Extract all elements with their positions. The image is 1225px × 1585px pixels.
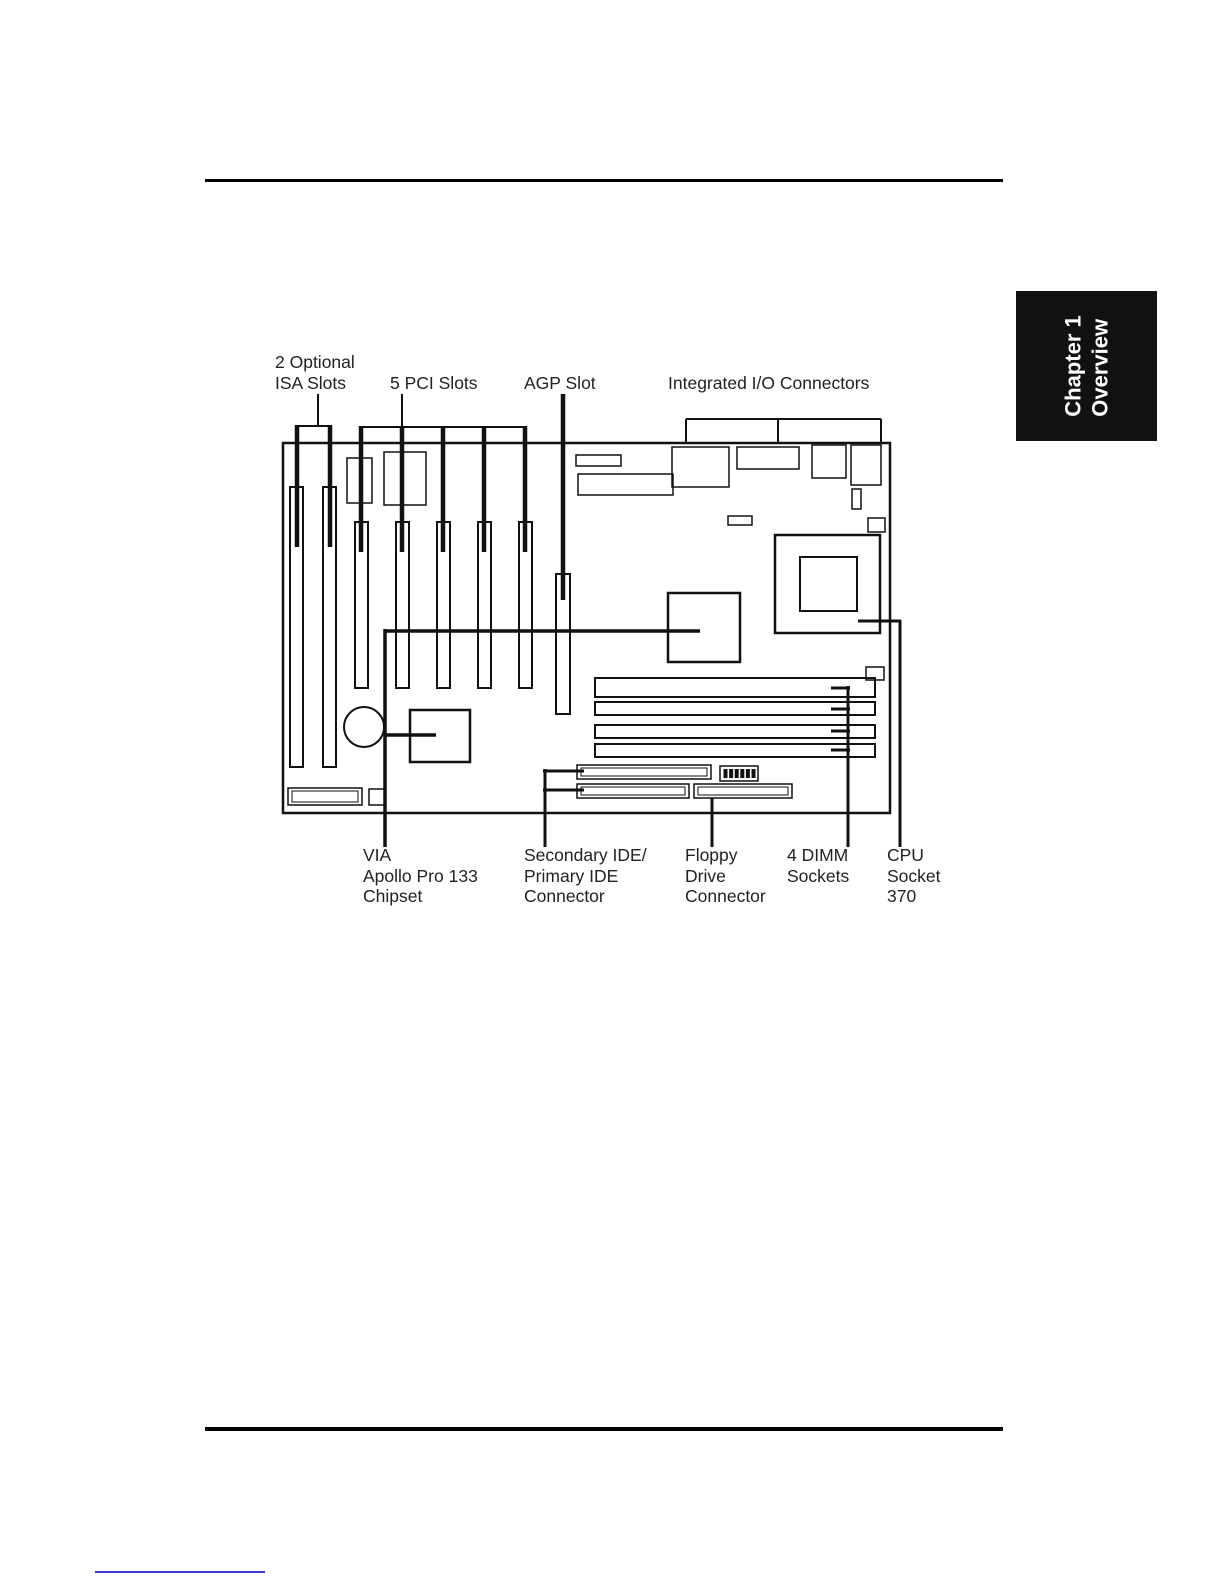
label-line: Integrated I/O Connectors bbox=[668, 373, 870, 393]
io-connector bbox=[671, 446, 730, 488]
primary-ide-connector bbox=[576, 783, 690, 799]
dip-switch-pin bbox=[729, 769, 734, 778]
label-line: Primary IDE bbox=[524, 865, 619, 886]
floppy-connector-inner bbox=[697, 786, 789, 796]
label-ide-connectors: Secondary IDE/ Primary IDE Connector bbox=[524, 845, 647, 907]
label-floppy-connector: Floppy Drive Connector bbox=[685, 845, 766, 907]
label-line: Drive bbox=[685, 865, 726, 886]
label-line: CPU bbox=[887, 845, 924, 865]
io-connector bbox=[851, 488, 862, 510]
dip-switch-body bbox=[719, 765, 759, 782]
label-line: AGP Slot bbox=[524, 373, 596, 393]
floppy-connector bbox=[693, 783, 793, 799]
north-bridge-chip bbox=[666, 591, 742, 664]
label-line: Connector bbox=[685, 886, 766, 906]
label-line: Chipset bbox=[363, 886, 423, 906]
dip-switch-pin bbox=[723, 769, 728, 778]
dip-switch bbox=[719, 765, 759, 782]
edge-connector-inner bbox=[291, 790, 359, 803]
label-dimm-sockets: 4 DIMM Sockets bbox=[787, 845, 849, 886]
label-line: Connector bbox=[524, 886, 605, 906]
io-connector bbox=[811, 444, 847, 479]
label-agp-slot: AGP Slot bbox=[524, 373, 596, 394]
dip-switch-pin bbox=[740, 769, 745, 778]
cpu-socket-inner bbox=[799, 556, 858, 612]
label-line: VIA bbox=[363, 845, 392, 865]
dip-switch-pin bbox=[745, 769, 750, 778]
dimm-socket bbox=[594, 701, 876, 716]
label-line: Apollo Pro 133 bbox=[363, 865, 478, 886]
bottom-rule bbox=[205, 1427, 1003, 1431]
label-cpu-socket: CPU Socket 370 bbox=[887, 845, 941, 907]
label-isa-slots: 2 Optional ISA Slots bbox=[275, 352, 355, 393]
io-connector bbox=[850, 444, 882, 486]
io-connector bbox=[867, 517, 886, 533]
label-via-chipset: VIA Apollo Pro 133 Chipset bbox=[363, 845, 478, 907]
leader-lines bbox=[294, 394, 902, 847]
dimm-sockets bbox=[594, 677, 876, 758]
label-io-connectors: Integrated I/O Connectors bbox=[668, 373, 869, 394]
label-line: Secondary IDE/ bbox=[524, 845, 647, 865]
io-connector bbox=[575, 454, 622, 467]
footer-link-underline[interactable] bbox=[95, 1571, 265, 1573]
io-connector bbox=[727, 515, 753, 526]
io-connector bbox=[736, 446, 800, 470]
label-line: 370 bbox=[887, 886, 917, 906]
label-line: Floppy bbox=[685, 845, 738, 865]
label-pci-slots: 5 PCI Slots bbox=[390, 373, 478, 394]
dip-switch-pin bbox=[734, 769, 739, 778]
label-line: Sockets bbox=[787, 865, 850, 886]
label-line: 5 PCI Slots bbox=[390, 373, 478, 393]
label-line: ISA Slots bbox=[275, 372, 347, 393]
dimm-socket bbox=[594, 743, 876, 758]
edge-connector bbox=[287, 787, 363, 806]
dimm-socket bbox=[594, 724, 876, 739]
cpu-socket-outline bbox=[773, 533, 882, 635]
dimm-socket bbox=[594, 677, 876, 698]
floppy-connector-body bbox=[693, 783, 793, 799]
io-connector bbox=[383, 451, 427, 506]
label-line: 4 DIMM bbox=[787, 845, 849, 865]
dip-switch-pin bbox=[751, 769, 756, 778]
ide-connectors bbox=[576, 764, 712, 799]
label-line: 2 Optional bbox=[275, 352, 355, 372]
chapter-tab: Chapter 1 Overview bbox=[1016, 291, 1157, 441]
top-rule bbox=[205, 179, 1003, 182]
cpu-socket bbox=[773, 533, 882, 635]
secondary-ide-connector bbox=[576, 764, 712, 780]
io-connector bbox=[577, 473, 674, 496]
label-line: Socket bbox=[887, 865, 941, 886]
io-connectors bbox=[346, 444, 886, 681]
